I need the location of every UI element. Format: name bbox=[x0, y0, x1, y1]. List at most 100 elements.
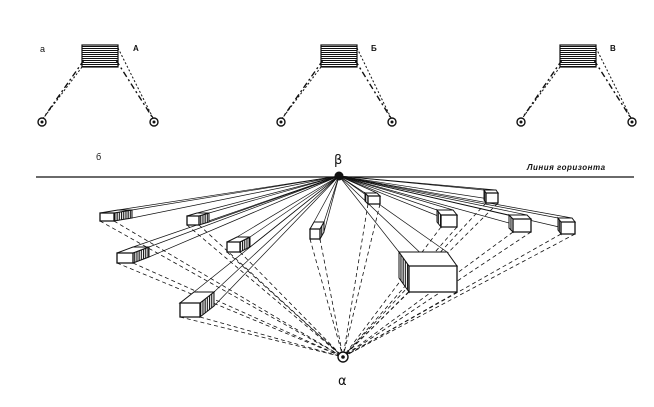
observer-sightline bbox=[342, 233, 576, 358]
vanishing-ray bbox=[148, 175, 340, 258]
variant-a-sightline bbox=[41, 59, 85, 121]
vanishing-ray bbox=[132, 175, 340, 248]
vanishing-ray bbox=[338, 175, 454, 211]
eye-point-icon bbox=[279, 120, 283, 124]
variant-b-sightline bbox=[280, 66, 322, 121]
vanishing-ray bbox=[323, 175, 340, 223]
box-front-face bbox=[440, 214, 458, 228]
vanishing-ray bbox=[196, 175, 340, 214]
box-front-face bbox=[485, 192, 499, 204]
variant-label-b: Б bbox=[371, 44, 377, 53]
box-front-face bbox=[512, 218, 532, 233]
vanishing-ray bbox=[338, 175, 438, 211]
variant-a-sightline bbox=[115, 59, 155, 121]
observer-sightline bbox=[239, 251, 344, 358]
eye-point-icon bbox=[152, 120, 156, 124]
vanishing-ray bbox=[249, 175, 340, 238]
vanishing-rays bbox=[117, 175, 573, 307]
vanishing-ray bbox=[131, 175, 340, 211]
box-front-face bbox=[226, 241, 241, 253]
vanishing-ray bbox=[236, 175, 340, 238]
part-label-b: б bbox=[96, 152, 101, 162]
box-front-face bbox=[309, 228, 321, 240]
horizon-line-label: Линия горизонта bbox=[526, 163, 606, 172]
observer-sightline bbox=[342, 203, 381, 358]
observer-sightline bbox=[342, 291, 458, 358]
box-top-face bbox=[398, 251, 458, 267]
observer-sightline bbox=[319, 238, 344, 358]
vanishing-ray bbox=[323, 175, 340, 233]
observer-sightline bbox=[132, 262, 344, 358]
vanishing-ray bbox=[338, 175, 528, 216]
variant-v-diagram: В bbox=[516, 44, 637, 127]
eye-point-icon bbox=[519, 120, 523, 124]
box-front-face bbox=[367, 195, 381, 205]
variant-v-object bbox=[559, 44, 597, 68]
observer-point-label: α bbox=[338, 374, 347, 389]
eye-point-icon bbox=[390, 120, 394, 124]
vanishing-ray bbox=[131, 175, 340, 219]
vanishing-ray bbox=[193, 175, 340, 293]
variant-b-object bbox=[320, 44, 358, 68]
variant-a-sightline bbox=[117, 47, 155, 121]
vanishing-ray bbox=[338, 175, 454, 223]
observer-point-center bbox=[341, 355, 345, 359]
variant-label-a: А bbox=[133, 44, 139, 53]
box-front-face bbox=[99, 212, 115, 222]
observer-sightline bbox=[198, 224, 344, 358]
observer-sightline bbox=[116, 262, 344, 358]
variant-v-sightline bbox=[593, 59, 633, 121]
variant-b-diagram: Б bbox=[276, 44, 397, 127]
variant-b-sightline bbox=[356, 47, 393, 121]
vanishing-ray bbox=[338, 175, 573, 219]
observer-sightline bbox=[226, 251, 344, 358]
variant-a-diagram: А bbox=[37, 44, 159, 127]
observer-sightline bbox=[199, 316, 344, 358]
observer-sightline bbox=[113, 220, 344, 358]
box-front-face bbox=[408, 265, 458, 293]
box-front-face bbox=[560, 221, 576, 235]
vanishing-ray bbox=[338, 175, 559, 219]
observer-sightline bbox=[342, 291, 410, 358]
vanishing-point-label: β bbox=[334, 153, 342, 168]
eye-point-icon bbox=[630, 120, 634, 124]
variant-label-v: В bbox=[610, 44, 616, 53]
vanishing-ray bbox=[148, 175, 340, 248]
vanishing-ray bbox=[338, 175, 528, 229]
observer-sightline bbox=[309, 238, 344, 358]
observer-sightline bbox=[342, 203, 369, 358]
observer-sightline bbox=[342, 231, 514, 358]
part-label-a: а bbox=[40, 44, 45, 54]
variant-b-sightline bbox=[354, 59, 393, 121]
vanishing-ray bbox=[338, 175, 573, 231]
vanishing-ray bbox=[213, 175, 340, 293]
vanishing-point bbox=[334, 171, 344, 181]
variant-b-sightline bbox=[280, 59, 324, 121]
eye-point-icon bbox=[40, 120, 44, 124]
observer-sightline bbox=[342, 226, 458, 358]
box-front-face bbox=[186, 215, 200, 226]
observer-sightline bbox=[99, 220, 344, 358]
observer-sightline bbox=[342, 231, 532, 358]
vanishing-ray bbox=[213, 175, 340, 307]
box-front-face bbox=[116, 252, 134, 264]
vanishing-ray bbox=[338, 175, 497, 201]
observer-sightlines bbox=[99, 202, 576, 358]
observer-sightline bbox=[342, 226, 442, 358]
variant-v-sightline bbox=[520, 59, 563, 121]
vanishing-ray bbox=[338, 175, 497, 191]
observer-sightline bbox=[186, 224, 344, 358]
variant-v-sightline bbox=[595, 47, 633, 121]
vanishing-ray bbox=[117, 175, 340, 211]
vanishing-ray bbox=[338, 175, 400, 253]
vanishing-ray bbox=[313, 175, 340, 223]
vanishing-ray bbox=[208, 175, 340, 214]
perspective-boxes bbox=[99, 188, 576, 319]
box-front-face bbox=[179, 302, 201, 318]
vanishing-ray bbox=[338, 175, 448, 253]
variant-v-sightline bbox=[520, 66, 561, 121]
box-top-face bbox=[435, 209, 459, 216]
variant-a-sightline bbox=[41, 66, 83, 121]
variant-a-object bbox=[81, 44, 119, 68]
